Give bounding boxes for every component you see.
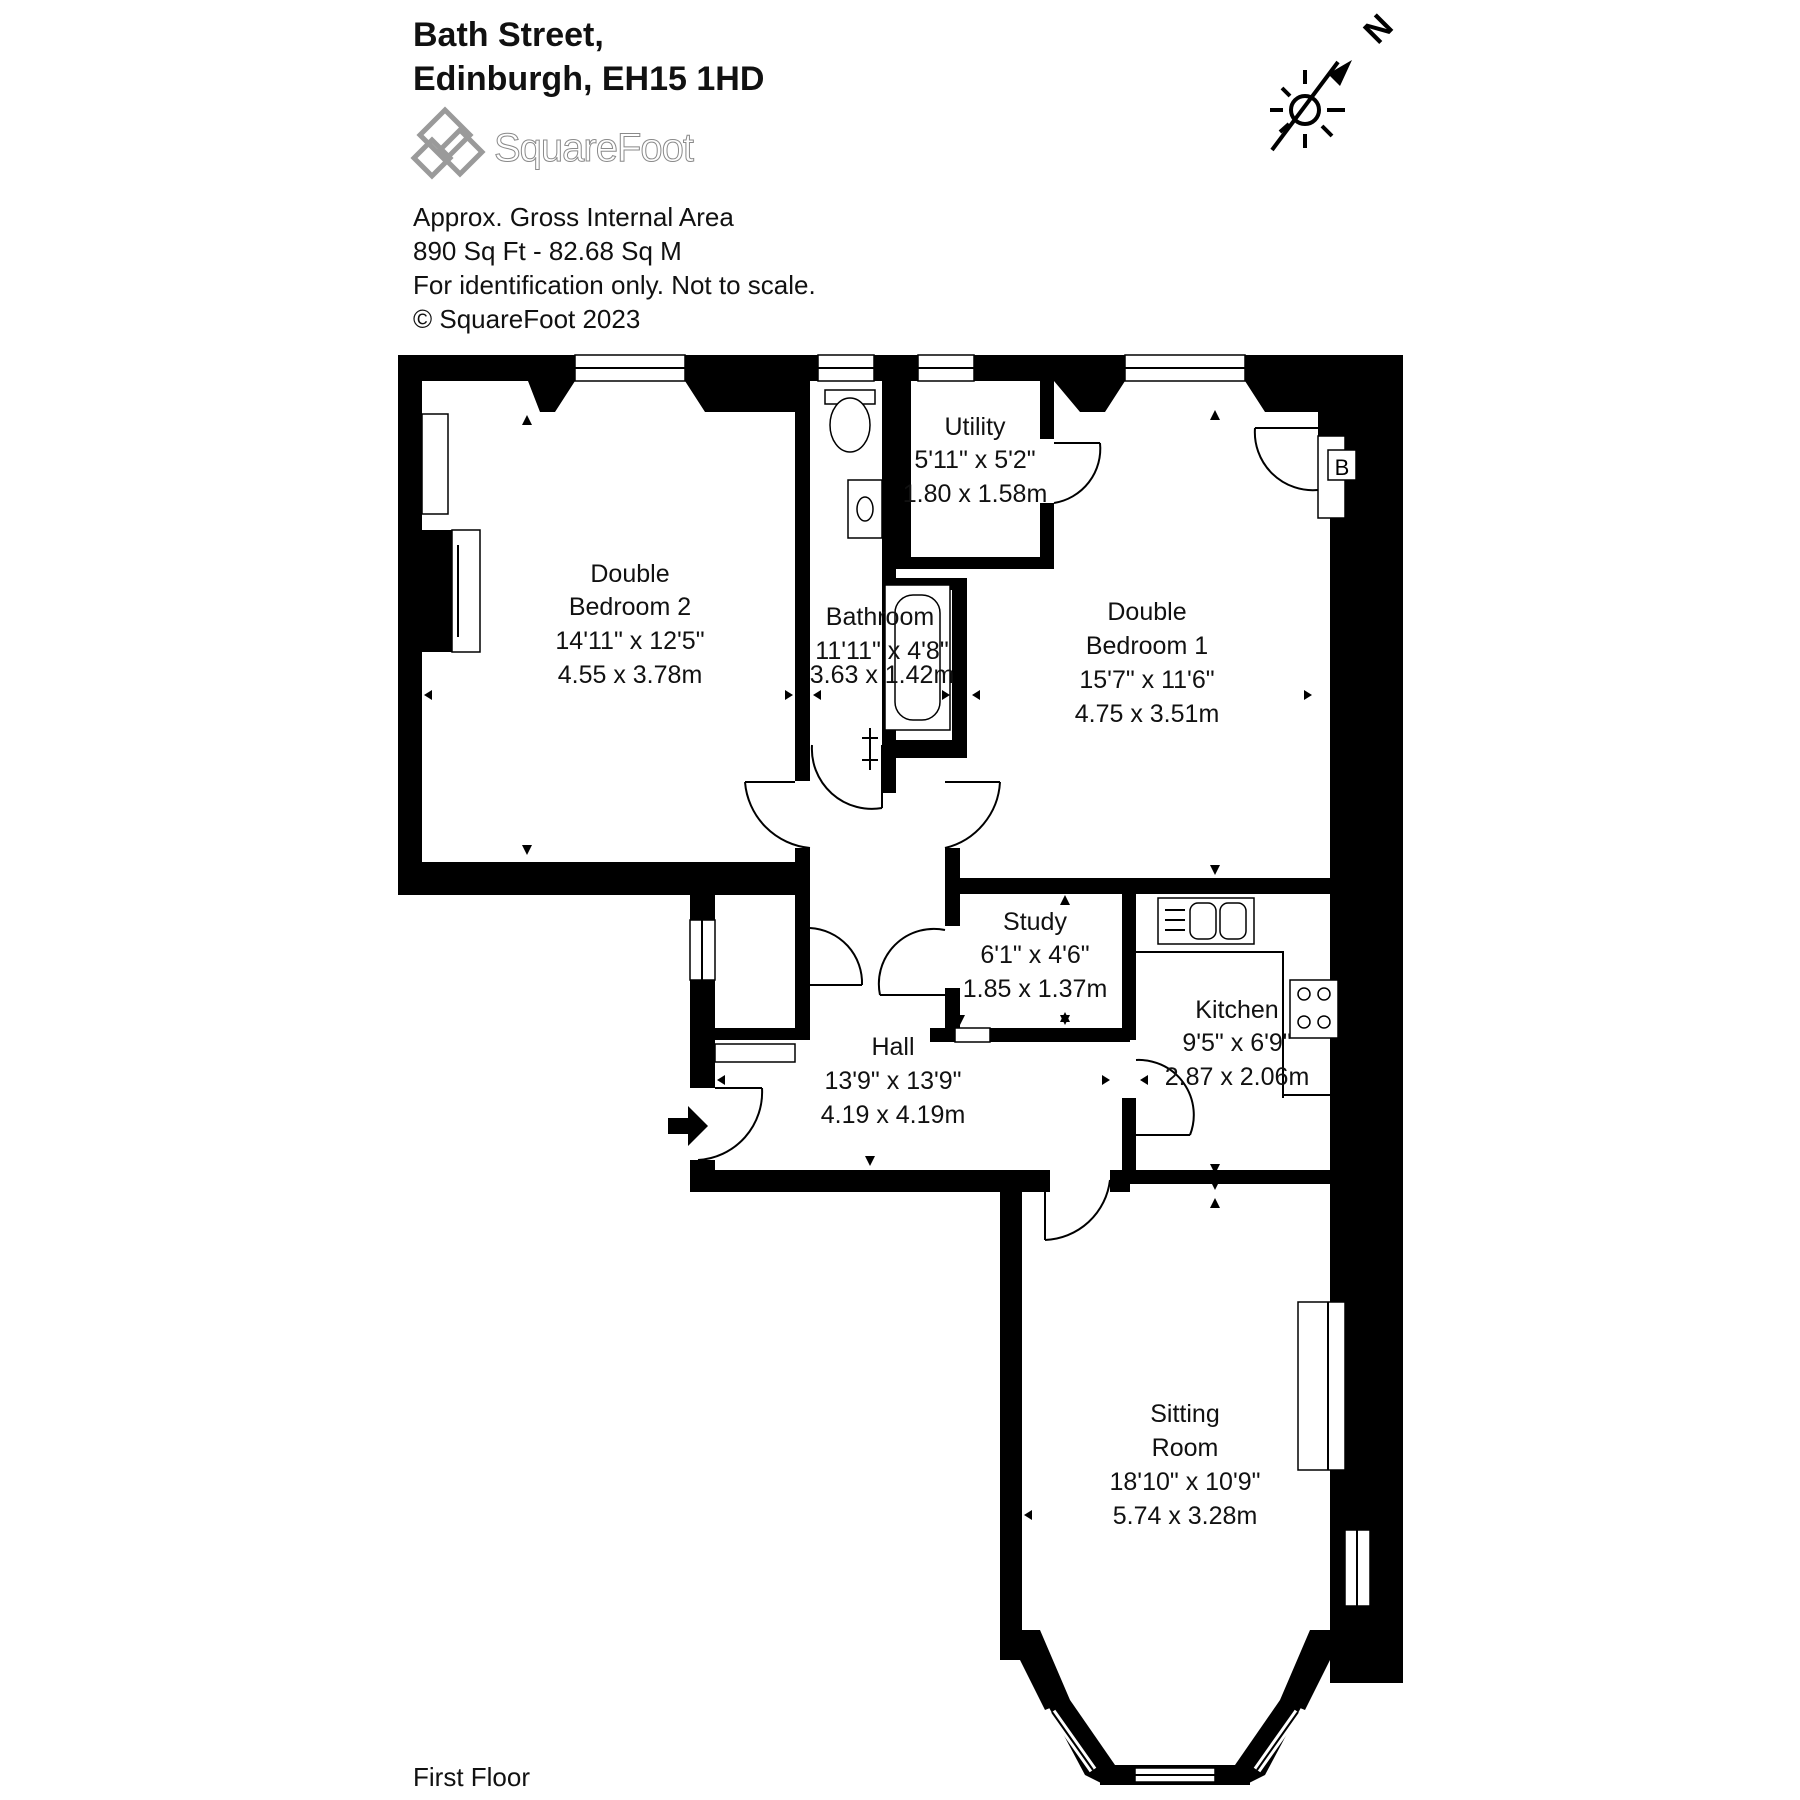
utility-imperial: 5'11" x 5'2" [914, 446, 1035, 474]
sitting-metric: 5.74 x 3.28m [1113, 1502, 1258, 1530]
compass-label: N [1356, 7, 1400, 51]
sitting-name-1: Sitting [1150, 1400, 1219, 1428]
bedroom2-imperial: 14'11" x 12'5" [555, 627, 704, 655]
kitchen-name: Kitchen [1195, 996, 1278, 1024]
entrance-arrow-icon [668, 1106, 708, 1146]
hall-metric: 4.19 x 4.19m [821, 1101, 966, 1129]
study-imperial: 6'1" x 4'6" [980, 941, 1089, 969]
fixtures: B [421, 389, 1357, 1471]
bedroom2-name-1: Double [590, 560, 669, 588]
room-labels: Double Bedroom 2 14'11" x 12'5" 4.55 x 3… [555, 413, 1309, 1530]
copyright: © SquareFoot 2023 [413, 304, 641, 334]
bathroom-name: Bathroom [826, 603, 934, 631]
hall-name: Hall [871, 1033, 914, 1061]
fireplace-icon [421, 413, 481, 653]
bedroom2-name-2: Bedroom 2 [569, 593, 691, 621]
bedroom2-metric: 4.55 x 3.78m [558, 661, 703, 689]
windows [574, 354, 1371, 1783]
area-value: 890 Sq Ft - 82.68 Sq M [413, 236, 682, 266]
dimension-markers [424, 410, 1343, 1520]
boiler-label: B [1335, 455, 1350, 480]
floor-label: First Floor [413, 1762, 530, 1792]
toilet-icon [824, 389, 876, 453]
sitting-name-2: Room [1152, 1434, 1219, 1462]
boiler-icon: B [1317, 435, 1357, 519]
basin-icon [847, 479, 883, 539]
brand-name: SquareFoot [493, 126, 694, 171]
bathroom-metric: 3.63 x 1.42m [810, 661, 955, 689]
squarefoot-logo [410, 106, 490, 191]
kitchen-imperial: 9'5" x 6'9" [1182, 1029, 1291, 1057]
area-title: Approx. Gross Internal Area [413, 202, 734, 232]
disclaimer: For identification only. Not to scale. [413, 270, 816, 300]
address-line-2: Edinburgh, EH15 1HD [413, 60, 765, 98]
bathroom-imperial: 11'11" x 4'8" [815, 637, 948, 665]
utility-metric: 1.80 x 1.58m [903, 480, 1048, 508]
sitting-imperial: 18'10" x 10'9" [1109, 1468, 1260, 1496]
hob-icon [1289, 979, 1339, 1039]
bedroom1-imperial: 15'7" x 11'6" [1079, 666, 1214, 694]
hall-imperial: 13'9" x 13'9" [824, 1067, 961, 1095]
bedroom1-metric: 4.75 x 3.51m [1075, 700, 1220, 728]
address-line-1: Bath Street, [413, 16, 604, 54]
doors [697, 427, 1319, 1241]
utility-name: Utility [944, 413, 1006, 441]
bath-icon [884, 584, 951, 731]
compass-icon: N [1270, 7, 1401, 152]
sitting-fireplace-icon [1297, 1301, 1346, 1471]
kitchen-metric: 2.87 x 2.06m [1165, 1063, 1310, 1091]
study-name: Study [1003, 908, 1067, 936]
sink-icon [1157, 897, 1255, 945]
study-metric: 1.85 x 1.37m [963, 975, 1108, 1003]
bedroom1-name-2: Bedroom 1 [1086, 632, 1208, 660]
bedroom1-name-1: Double [1107, 598, 1186, 626]
squarefoot-logo-icon [410, 106, 486, 180]
